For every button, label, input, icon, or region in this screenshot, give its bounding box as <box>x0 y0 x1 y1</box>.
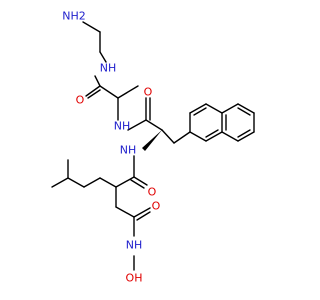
amide-nh-label: NH <box>114 120 131 133</box>
stereo-wedge <box>142 130 162 151</box>
bond <box>237 131 255 142</box>
bond <box>205 131 223 142</box>
bond <box>94 75 101 87</box>
carbonyl-oxygen-label: O <box>148 186 157 199</box>
bond <box>189 103 207 114</box>
hydroxamate-nh-label: NH <box>126 239 143 252</box>
bond <box>99 177 117 188</box>
bond <box>133 176 148 186</box>
bond <box>145 119 163 131</box>
bond <box>237 107 251 116</box>
bond <box>67 177 85 188</box>
bond <box>130 179 145 189</box>
amide-nh-label: NH <box>120 144 137 157</box>
bond <box>205 103 223 114</box>
bond <box>85 85 101 97</box>
bond <box>87 89 101 99</box>
hydroxyl-label: OH <box>126 272 143 285</box>
bond <box>205 129 219 138</box>
molecule-structure: NH2 NH O NH O NH O O NH OH <box>51 10 255 285</box>
bond <box>115 176 135 188</box>
bond <box>99 51 107 63</box>
bond <box>133 207 151 218</box>
bond <box>82 21 101 33</box>
carbonyl-oxygen-label: O <box>144 86 153 99</box>
bond <box>237 129 251 138</box>
bond <box>189 131 207 142</box>
bond <box>173 131 191 144</box>
bond <box>117 85 139 99</box>
bond <box>136 211 151 221</box>
bond <box>221 131 239 142</box>
bond <box>115 206 135 218</box>
carbonyl-oxygen-label: O <box>152 200 161 213</box>
carbonyl-oxygen-label: O <box>76 94 85 107</box>
bond <box>99 85 119 99</box>
bond <box>237 103 255 114</box>
nh2-label: NH2 <box>62 10 86 23</box>
bond <box>161 129 175 144</box>
bond <box>193 107 207 116</box>
bond <box>127 119 147 131</box>
bond <box>221 103 239 114</box>
amide-nh-label: NH <box>100 62 117 75</box>
bond <box>51 177 69 188</box>
bond <box>83 177 101 188</box>
molecule-canvas: NH2 NH O NH O NH O O NH OH <box>51 9 255 285</box>
